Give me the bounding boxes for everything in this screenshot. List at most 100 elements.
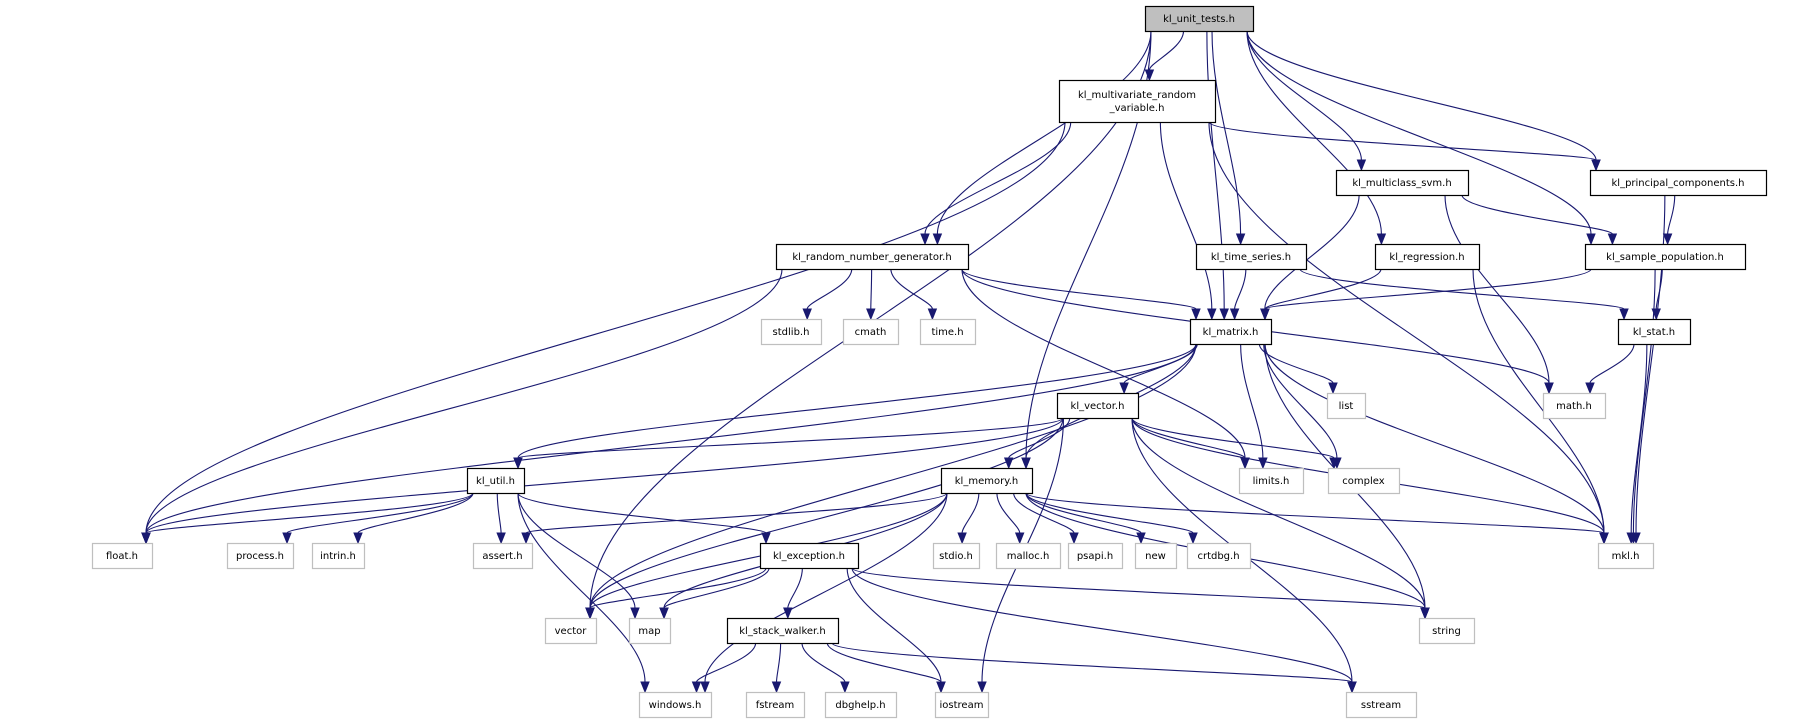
- arrowhead-icon: [840, 681, 850, 694]
- edge-kl-util-to-float-h: [145, 492, 474, 534]
- node-label: iostream: [940, 700, 984, 711]
- node-cmath: cmath: [842, 318, 900, 346]
- node-box: [760, 318, 823, 346]
- edge-kl-time-series-to-kl-matrix: [1234, 268, 1247, 310]
- node-box: [1335, 169, 1470, 197]
- edge-kl-multivariate-random-variable-to-float-h: [145, 121, 1066, 534]
- arrowhead-icon: [1021, 457, 1031, 470]
- edge-kl-memory-to-crtdbg-h: [1025, 492, 1194, 534]
- node-label: list: [1339, 401, 1354, 412]
- arrowhead-icon: [1119, 382, 1129, 395]
- node-label: kl_vector.h: [1071, 401, 1125, 412]
- node-kl-principal-components[interactable]: kl_principal_components.h: [1589, 169, 1768, 197]
- arrowhead-icon: [1347, 681, 1357, 694]
- arrowhead-icon: [977, 681, 987, 694]
- node-box: [1195, 243, 1308, 271]
- node-box: [1238, 467, 1305, 495]
- node-label: mkl.h: [1612, 551, 1640, 562]
- edge-kl-unit-tests-to-kl-multivariate-random-variable: [1148, 30, 1185, 71]
- arrowhead-icon: [521, 532, 531, 545]
- arrowhead-icon: [1329, 457, 1339, 470]
- arrowhead-icon: [771, 681, 782, 694]
- node-kl-unit-tests[interactable]: kl_unit_tests.h: [1144, 5, 1255, 33]
- edge-kl-exception-to-map: [663, 567, 770, 609]
- node-kl-time-series[interactable]: kl_time_series.h: [1195, 243, 1308, 271]
- node-time-h: time.h: [919, 318, 977, 346]
- node-kl-vector[interactable]: kl_vector.h: [1056, 392, 1140, 420]
- node-assert-h: assert.h: [472, 542, 534, 570]
- node-label: kl_exception.h: [773, 551, 845, 562]
- node-crtdbg-h: crtdbg.h: [1186, 542, 1252, 570]
- node-box: [91, 542, 154, 570]
- node-box: [1186, 542, 1252, 570]
- edge-kl-memory-to-psapi-h: [1013, 492, 1075, 534]
- node-label: kl_util.h: [476, 476, 515, 487]
- arrowhead-icon: [496, 532, 506, 545]
- edge-kl-matrix-to-mkl-h: [1264, 343, 1605, 534]
- edge-kl-multiclass-svm-to-kl-matrix: [1264, 194, 1360, 310]
- node-box: [472, 542, 534, 570]
- edge-kl-stat-to-mkl-h: [1630, 343, 1648, 534]
- arrowhead-icon: [640, 681, 650, 694]
- node-box: [1056, 392, 1140, 420]
- node-label: _variable.h: [1109, 103, 1165, 114]
- node-label: vector: [555, 626, 588, 637]
- node-box: [1189, 318, 1273, 346]
- node-box: [934, 691, 990, 719]
- edge-kl-util-to-windows-h: [517, 492, 646, 683]
- arrowhead-icon: [761, 532, 771, 545]
- node-kl-random-number-generator[interactable]: kl_random_number_generator.h: [775, 243, 970, 271]
- node-kl-util[interactable]: kl_util.h: [466, 467, 526, 495]
- node-label: intrin.h: [320, 551, 356, 562]
- node-box: [759, 542, 860, 570]
- arrowhead-icon: [783, 607, 793, 620]
- node-label: sstream: [1361, 700, 1401, 711]
- node-kl-memory[interactable]: kl_memory.h: [940, 467, 1034, 495]
- edge-kl-multiclass-svm-to-kl-sample-population: [1461, 194, 1613, 235]
- edge-kl-stack-walker-to-dbghelp-h: [801, 642, 846, 683]
- node-label: kl_memory.h: [955, 476, 1018, 487]
- node-kl-regression[interactable]: kl_regression.h: [1374, 243, 1481, 271]
- node-malloc-h: malloc.h: [995, 542, 1062, 570]
- edge-kl-regression-to-mkl-h: [1472, 268, 1605, 534]
- node-kl-matrix[interactable]: kl_matrix.h: [1189, 318, 1273, 346]
- node-box: [745, 691, 806, 719]
- edge-kl-principal-components-to-mkl-h: [1635, 194, 1666, 534]
- node-box: [1542, 392, 1607, 420]
- node-box: [1326, 392, 1367, 420]
- node-limits-h: limits.h: [1238, 467, 1305, 495]
- node-label: dbghelp.h: [835, 700, 885, 711]
- node-map: map: [628, 617, 672, 645]
- edge-kl-unit-tests-to-kl-sample-population: [1246, 30, 1592, 235]
- node-box: [995, 542, 1062, 570]
- arrowhead-icon: [1014, 532, 1025, 545]
- node-kl-stack-walker[interactable]: kl_stack_walker.h: [726, 617, 840, 645]
- edge-kl-exception-to-kl-stack-walker: [787, 567, 803, 609]
- node-label: assert.h: [482, 551, 522, 562]
- edge-kl-stat-to-math-h: [1589, 343, 1635, 384]
- edge-kl-stack-walker-to-windows-h: [695, 642, 757, 683]
- arrowhead-icon: [282, 532, 292, 545]
- node-kl-multiclass-svm[interactable]: kl_multiclass_svm.h: [1335, 169, 1470, 197]
- edge-kl-multiclass-svm-to-math-h: [1444, 194, 1550, 384]
- edge-kl-vector-to-limits-h: [1131, 417, 1246, 459]
- node-box: [1058, 79, 1217, 124]
- node-string: string: [1418, 617, 1476, 645]
- arrowhead-icon: [1219, 308, 1229, 321]
- node-kl-exception[interactable]: kl_exception.h: [759, 542, 860, 570]
- node-kl-multivariate-random-variable[interactable]: kl_multivariate_random_variable.h: [1058, 79, 1217, 124]
- node-box: [311, 542, 366, 570]
- node-math-h: math.h: [1542, 392, 1607, 420]
- node-kl-stat[interactable]: kl_stat.h: [1617, 318, 1692, 346]
- arrowhead-icon: [866, 308, 876, 321]
- edge-kl-multivariate-random-variable-to-kl-matrix: [1159, 121, 1213, 310]
- arrowhead-icon: [1626, 532, 1636, 545]
- node-label: kl_stat.h: [1633, 327, 1675, 338]
- arrowhead-icon: [932, 233, 943, 246]
- edge-kl-random-number-generator-to-stdlib-h: [806, 268, 853, 310]
- node-windows-h: windows.h: [638, 691, 713, 719]
- node-kl-sample-population[interactable]: kl_sample_population.h: [1584, 243, 1747, 271]
- edge-kl-sample-population-to-kl-stat: [1655, 268, 1663, 310]
- edge-kl-vector-to-kl-util: [517, 417, 1064, 459]
- node-list: list: [1326, 392, 1367, 420]
